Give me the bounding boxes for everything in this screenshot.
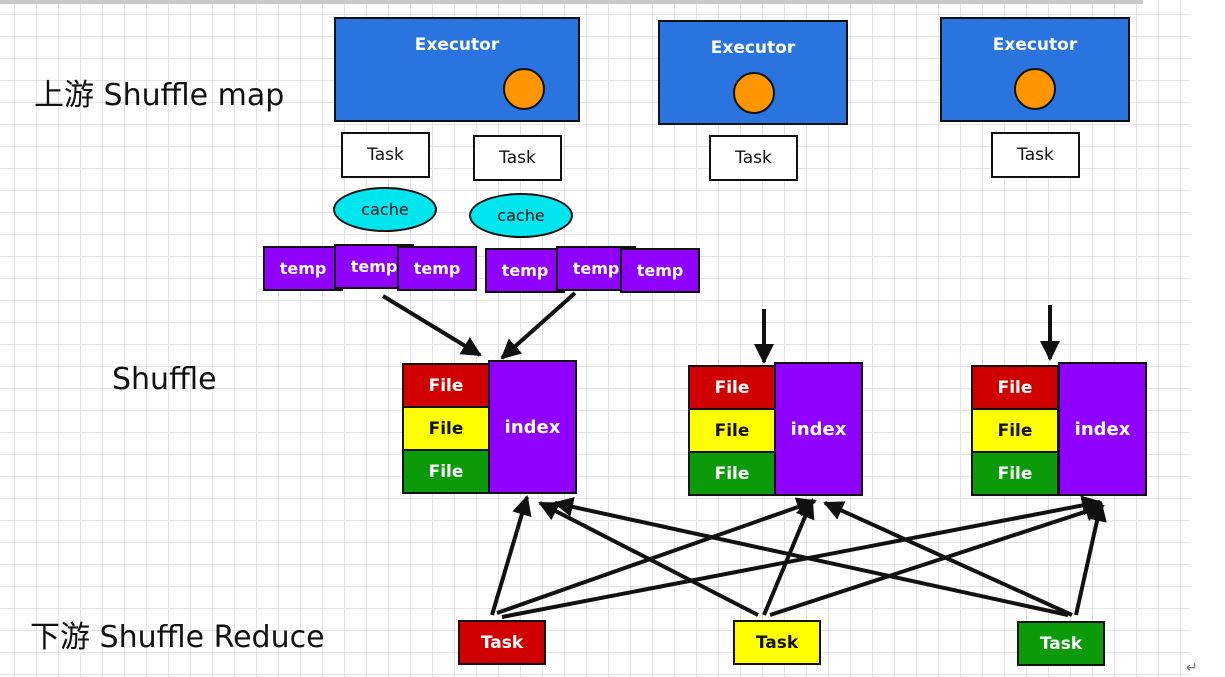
temp-1: temp [263, 246, 343, 291]
arrow-reduce-1-to-group-2 [496, 497, 817, 615]
cache-2: cache [469, 193, 573, 238]
map-task-1: Task [341, 132, 430, 178]
arrow-reduce-2-to-group-3 [769, 502, 1105, 617]
cache-1: cache [333, 187, 437, 232]
executor-1: Executor [334, 17, 580, 122]
executor-3-label: Executor [992, 35, 1078, 55]
executor-2: Executor [658, 20, 848, 125]
reduce-task-2: Task [733, 620, 821, 665]
arrows-layer [381, 291, 1107, 619]
diagram-canvas: 上游 Shuffle map Shuffle 下游 Shuffle Reduce… [0, 0, 1190, 677]
group-3-file-3: File [971, 451, 1059, 496]
group-2-index: index [774, 362, 863, 496]
executor-1-label: Executor [414, 35, 500, 55]
executor-2-core [733, 72, 775, 114]
group-1-file-3: File [402, 449, 490, 494]
top-border [0, 0, 1143, 4]
map-task-4: Task [991, 132, 1080, 178]
downstream-label: 下游 Shuffle Reduce [30, 620, 325, 655]
return-mark: ↵ [1186, 660, 1198, 676]
arrow-reduce-2-to-group-1 [538, 501, 759, 617]
executor-3-core [1014, 68, 1056, 110]
group-2-file-1: File [688, 365, 776, 410]
arrow-reduce-3-to-group-1 [553, 497, 1069, 617]
map-task-2: Task [473, 135, 562, 181]
executor-3: Executor [940, 17, 1130, 122]
group-2-file-3: File [688, 451, 776, 496]
reduce-task-1: Task [458, 620, 546, 665]
shuffle-label: Shuffle [112, 362, 217, 397]
reduce-task-3: Task [1017, 621, 1105, 666]
arrow-temps-left-to-group-1 [381, 294, 482, 357]
upstream-label: 上游 Shuffle map [34, 78, 285, 113]
temp-3: temp [397, 246, 477, 291]
group-1-file-2: File [402, 406, 490, 451]
temp-6: temp [620, 248, 700, 293]
group-3-file-2: File [971, 408, 1059, 453]
arrow-reduce-1-to-group-1 [490, 495, 532, 616]
group-3-index: index [1058, 362, 1147, 496]
arrow-reduce-1-to-group-3 [501, 495, 1102, 619]
map-task-3: Task [709, 135, 798, 181]
executor-1-core [503, 68, 545, 110]
group-3-file-1: File [971, 365, 1059, 410]
arrow-reduce-3-to-group-2 [823, 501, 1073, 617]
arrow-reduce-3-to-group-3 [1074, 501, 1107, 616]
arrow-reduce-2-to-group-2 [762, 498, 815, 616]
temp-4: temp [485, 248, 565, 293]
executor-2-label: Executor [710, 38, 796, 58]
group-1-index: index [488, 360, 577, 494]
arrow-temps-right-to-group-1 [500, 291, 577, 360]
